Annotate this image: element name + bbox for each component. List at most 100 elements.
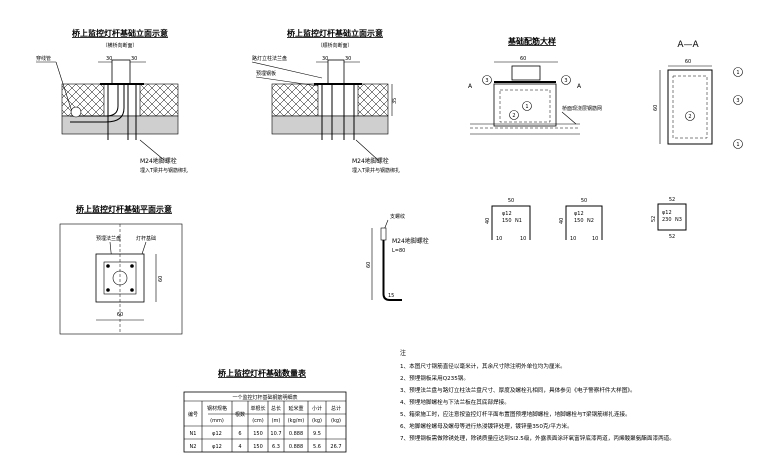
bar-dim-side: 52: [651, 216, 657, 222]
table-cell: 10.7: [270, 431, 281, 437]
bolt-hole: [130, 264, 134, 268]
steel-plate-label: 预埋钢板: [256, 70, 276, 77]
table-cell: 150: [253, 444, 263, 450]
th-unit-len-u: (cm): [252, 418, 264, 424]
bar-shape-n2: 50 40 φ12 150 N2 10 10: [559, 198, 603, 242]
stirrup-outline: [672, 75, 708, 139]
dim-text: 60: [117, 312, 123, 318]
callout-text: 1: [736, 70, 739, 76]
bolt-hole: [106, 264, 110, 268]
foundation-block: [317, 83, 359, 117]
embed-label: 埋入T梁并与钢筋绑扎: [140, 167, 188, 174]
th-total-len: 总长: [271, 405, 281, 412]
table-cell: 0.888: [289, 444, 303, 450]
callout-circle: [733, 139, 743, 149]
th-sum-u: (kg): [331, 418, 341, 424]
th-weight-u: (kg/m): [288, 418, 305, 424]
mesh-note: 桥面现浇层钢筋网: [562, 105, 602, 112]
bar-foot: 10: [592, 236, 598, 242]
dim-text: 30: [322, 56, 328, 62]
elevation-view-transverse: 桥上监控灯杆基础立面示意 （横桥向断面） 穿线管 30 30 M24地脚螺栓 埋…: [36, 28, 188, 174]
table-cell: N1: [190, 431, 197, 437]
stirrup-outline: [499, 89, 551, 123]
pole-stub: [511, 65, 541, 81]
callout-circle: [733, 67, 743, 77]
bar-id: N2: [587, 218, 594, 224]
table-cell: 6.3: [272, 444, 280, 450]
pole-circle: [112, 270, 128, 286]
note-item: 6、地脚螺栓螺母及螺母等进行热浸镀锌处理，镀锌量350克/平方米。: [400, 422, 573, 430]
bar-id: N1: [515, 218, 522, 224]
bolt-length: L=80: [392, 248, 405, 254]
elevation-view-longitudinal: 桥上监控灯杆基础立面示意 （顺桥向断面） 路灯立柱法兰盘 预埋钢板 30 30 …: [251, 28, 400, 174]
bar-foot: 10: [520, 236, 526, 242]
bar-spec: φ12: [502, 211, 512, 217]
bar-id: N3: [675, 217, 682, 223]
table-cell: 150: [253, 431, 263, 437]
table-cell: φ12: [212, 444, 222, 450]
base-label: 灯杆基础: [136, 235, 156, 242]
leader-line: [561, 111, 577, 125]
callout-text: 2: [688, 114, 691, 120]
bar-spec: φ12: [574, 211, 584, 217]
section-outline: [667, 69, 713, 145]
bolt-hole: [130, 288, 134, 292]
bar-shape: [565, 205, 603, 240]
note-item: 5、箱梁施工时，应注意按监控灯杆平面布置图预埋地脚螺栓，地脚螺栓与T梁钢筋绑扎连…: [400, 410, 631, 418]
bar-spec: φ12: [662, 210, 672, 216]
bar-foot: 10: [496, 236, 502, 242]
flange-label: 路灯立柱法兰盘: [252, 55, 287, 62]
dim-text: 35: [392, 98, 398, 104]
pipe-end: [70, 106, 82, 118]
dim-text: 60: [653, 105, 659, 111]
bolt-label: M24地脚螺栓: [352, 157, 389, 165]
note-item: 4、预埋地脚螺栓与下法兰板在其底部焊接。: [400, 398, 510, 406]
elevation-a-subtitle: （横桥向断面）: [102, 42, 137, 49]
callout-text: 1: [525, 104, 528, 110]
section-mark-a: A: [468, 83, 473, 90]
plan-view: 桥上监控灯杆基础平面示意 预埋法兰盘 灯杆基础 60 60: [59, 204, 183, 335]
th-spec-unit: (mm): [210, 418, 224, 424]
table-cell: 9.5: [313, 431, 321, 437]
table-title: 桥上监控灯杆基础数量表: [218, 368, 307, 378]
elevation-b-title: 桥上监控灯杆基础立面示意: [287, 28, 383, 38]
note-item: 7、预埋钢板需做除锈处理，除锈质量应达到Sl2.5级，外露表面涂环氧富锌底漆两道…: [400, 434, 675, 442]
bar-spacing: 230: [662, 217, 672, 223]
dim-text: 30: [345, 56, 351, 62]
anchor-bolt-detail: 支螺纹 M24地脚螺栓 L=80 60 15: [366, 213, 429, 301]
callout-circle: [522, 101, 532, 111]
callout-text: 1: [736, 142, 739, 148]
bolt-shape: [382, 240, 402, 301]
thread-label: 支螺纹: [390, 213, 405, 220]
table-cell: 4: [238, 444, 241, 450]
bar-foot: 10: [570, 236, 576, 242]
conduit-pipe: [70, 84, 119, 117]
section-aa-view: A—A 60 60 1 3 2 1: [653, 40, 743, 149]
callout-text: 3: [485, 78, 488, 84]
dim-text: 15: [388, 293, 394, 299]
dim-text: 60: [685, 59, 691, 65]
foundation-block: [103, 83, 141, 117]
bar-shape-n1: 50 40 φ12 150 N1 10 10: [485, 198, 531, 242]
callout-text: 2: [512, 113, 515, 119]
bar-spacing: 150: [502, 218, 512, 224]
elevation-b-subtitle: （顺桥向断面）: [317, 42, 352, 49]
callout-text: 3: [736, 98, 739, 104]
bolt-label: M24地脚螺栓: [392, 237, 429, 245]
leader-line: [139, 139, 165, 161]
table-cell: φ12: [212, 431, 222, 437]
bar-shape: [657, 203, 687, 231]
th-subtotal-u: (kg): [312, 418, 322, 424]
plan-title: 桥上监控灯杆基础平面示意: [76, 204, 172, 214]
rebar-detail-view: 基础配筋大样 60 A A 3 1 2 3 桥面现浇层钢筋网: [468, 36, 602, 135]
notes-block: 注 1、本图尺寸钢筋直径以毫米计，其余尺寸除注明外单位均为厘米。 2、预埋钢板采…: [400, 349, 675, 442]
dim-text: 60: [366, 262, 372, 268]
th-sum: 总计: [331, 405, 341, 412]
t-beam: [271, 115, 389, 135]
note-item: 2、预埋钢板采用Q235钢。: [400, 374, 469, 382]
callout-circle: [482, 75, 492, 85]
callout-circle: [685, 111, 695, 121]
callout-circle: [733, 95, 743, 105]
callout-circle: [561, 75, 571, 85]
